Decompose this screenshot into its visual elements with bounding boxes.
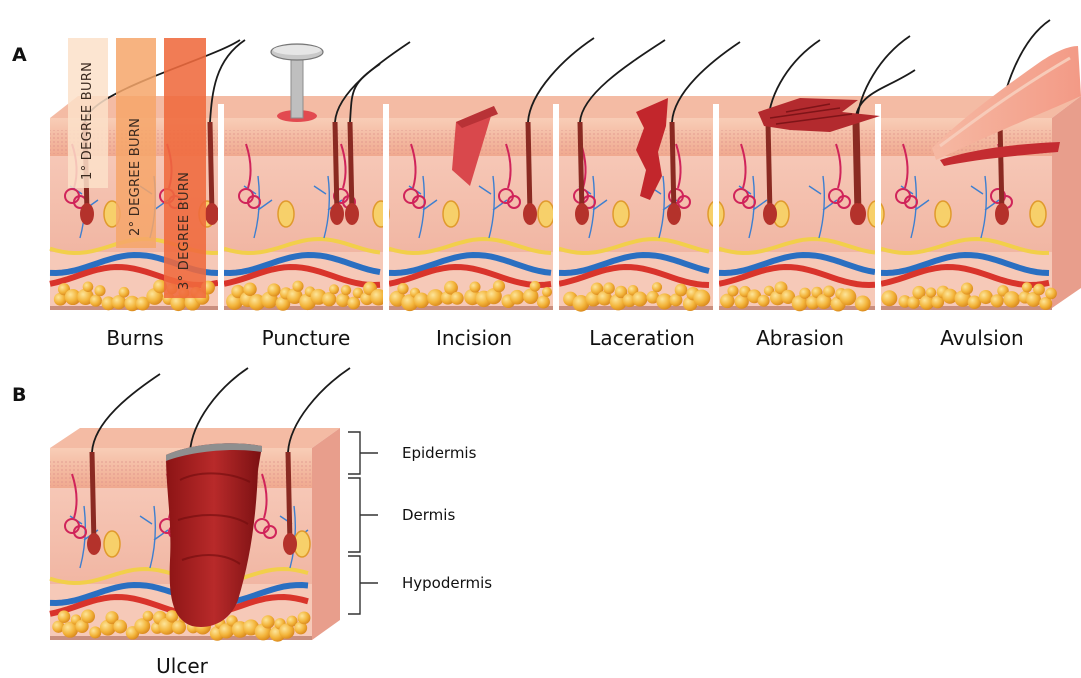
- layer-brackets: [348, 432, 378, 614]
- label-hypodermis: Hypodermis: [402, 574, 492, 592]
- caption-abrasion: Abrasion: [720, 326, 880, 350]
- caption-puncture: Puncture: [226, 326, 386, 350]
- caption-avulsion: Avulsion: [902, 326, 1062, 350]
- second-degree-burn-label: 2° DEGREE BURN: [128, 118, 143, 236]
- panel-a-letter: A: [12, 44, 27, 66]
- hypodermis-bracket: [348, 556, 378, 614]
- first-degree-burn-label: 1° DEGREE BURN: [80, 62, 95, 180]
- panel-b-letter: B: [12, 384, 26, 406]
- epidermis-bracket: [348, 432, 378, 474]
- caption-incision: Incision: [394, 326, 554, 350]
- caption-burns: Burns: [55, 326, 215, 350]
- label-epidermis: Epidermis: [402, 444, 476, 462]
- third-degree-burn-label: 3° DEGREE BURN: [177, 172, 192, 290]
- caption-laceration: Laceration: [562, 326, 722, 350]
- caption-ulcer: Ulcer: [102, 654, 262, 678]
- dermis-bracket: [348, 478, 378, 552]
- label-dermis: Dermis: [402, 506, 455, 524]
